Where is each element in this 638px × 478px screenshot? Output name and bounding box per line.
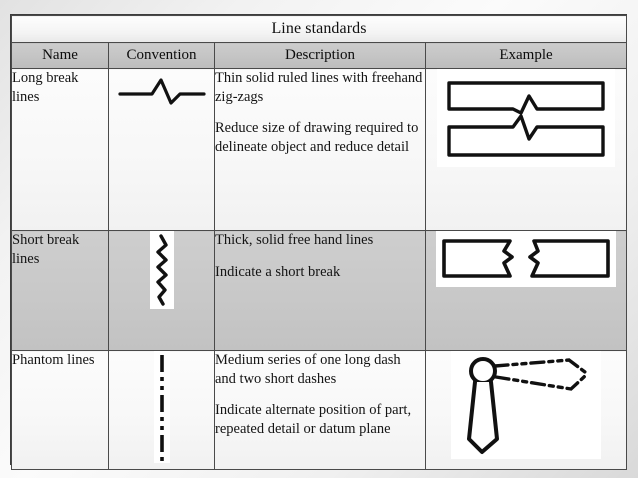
example-cell-phantom-lines — [424, 350, 628, 470]
description-paragraph: Thin solid ruled lines with freehand zig… — [215, 70, 423, 105]
description-paragraph: Indicate a short break — [215, 263, 341, 280]
table-row: Long break lines Thin solid ruled lines … — [11, 68, 628, 231]
convention-cell-long-break-lines — [108, 68, 215, 231]
line-standards-table: Line standards Name Convention Descripti… — [10, 14, 628, 470]
column-header-example: Example — [424, 42, 628, 69]
two-bars-with-zigzag-break-icon — [437, 69, 616, 167]
row-name-phantom-lines: Phantom lines — [11, 350, 109, 470]
description-paragraph: Indicate alternate position of part, rep… — [215, 402, 412, 437]
table-row: Short break lines Thick, solid free hand… — [11, 230, 628, 351]
convention-cell-phantom-lines — [108, 350, 215, 470]
example-cell-short-break-lines — [424, 230, 628, 351]
description-paragraph: Reduce size of drawing required to delin… — [215, 120, 419, 155]
column-header-convention: Convention — [108, 42, 215, 69]
example-cell-long-break-lines — [424, 68, 628, 231]
description-paragraph: Thick, solid free hand lines — [215, 232, 374, 248]
column-header-name: Name — [11, 42, 109, 69]
description-paragraph: Medium series of one long dash and two s… — [215, 352, 401, 387]
page-title: Line standards — [10, 15, 628, 43]
description-cell-phantom-lines: Medium series of one long dash and two s… — [214, 350, 426, 470]
short-break-freehand-zigzag-symbol-icon — [149, 231, 174, 309]
row-name-long-break-lines: Long break lines — [11, 68, 109, 231]
pivoting-part-alternate-position-icon — [451, 351, 602, 459]
column-header-description: Description — [214, 42, 426, 69]
convention-cell-short-break-lines — [108, 230, 215, 351]
table-row: Phantom lines — [11, 350, 628, 470]
row-name-short-break-lines: Short break lines — [11, 230, 109, 351]
two-rectangles-with-jagged-break-icon — [436, 231, 617, 287]
table-title-row: Line standards — [10, 15, 628, 43]
description-cell-long-break-lines: Thin solid ruled lines with freehand zig… — [214, 68, 426, 231]
long-break-line-symbol-icon — [114, 69, 210, 113]
phantom-line-dash-dot-dot-symbol-icon — [153, 351, 170, 463]
description-cell-short-break-lines: Thick, solid free hand lines Indicate a … — [214, 230, 426, 351]
table-header-row: Name Convention Description Example — [11, 42, 628, 69]
